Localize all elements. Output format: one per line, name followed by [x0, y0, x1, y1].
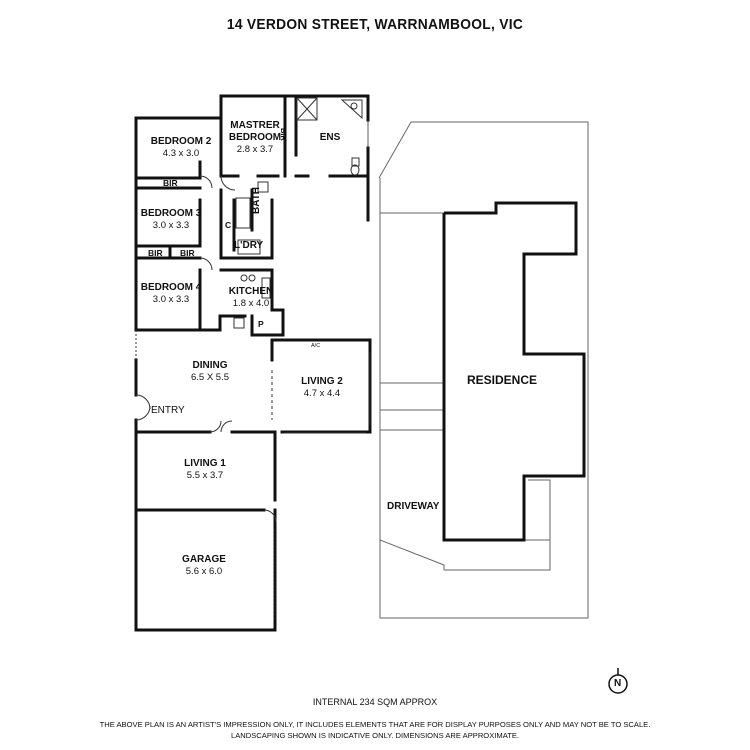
room-name-kitchen: KITCHEN	[228, 286, 274, 297]
north-compass	[608, 668, 628, 694]
pantry-label: P	[258, 319, 264, 329]
room-name-bedroom4: BEDROOM 4	[140, 282, 202, 293]
room-name-living2: LIVING 2	[301, 376, 343, 387]
site-boundary	[378, 121, 589, 619]
room-label-master-bedroom: MASTRER BEDROOM 2.8 x 3.7	[229, 120, 281, 156]
room-dims-bedroom2: 4.3 x 3.0	[162, 148, 200, 159]
driveway-label: DRIVEWAY	[387, 501, 440, 512]
plan-title: 14 VERDON STREET, WARRNAMBOOL, VIC	[226, 16, 524, 33]
room-dims-bedroom4: 3.0 x 3.3	[152, 294, 190, 305]
room-name-bedroom2: BEDROOM 2	[150, 136, 212, 147]
room-dims-bedroom3: 3.0 x 3.3	[152, 220, 190, 231]
room-name-ensuite: ENS	[319, 132, 341, 143]
bir-master-label: BIR	[279, 128, 288, 141]
residence-outline	[442, 201, 586, 542]
bir-bedroom2-label: BIR	[163, 178, 178, 188]
room-label-dining: DINING 6.5 X 5.5	[191, 360, 229, 384]
room-label-garage: GARAGE 5.6 x 6.0	[182, 554, 226, 578]
room-dims-master: 2.8 x 3.7	[236, 144, 274, 155]
cupboard-label: C	[225, 220, 232, 230]
room-name-bedroom3: BEDROOM 3	[140, 208, 202, 219]
room-label-ensuite: ENS	[320, 132, 341, 144]
room-label-bedroom3: BEDROOM 3 3.0 x 3.3	[141, 208, 202, 232]
room-name-master-line2: BEDROOM	[228, 132, 282, 143]
bir-bedroom4-label: BIR	[180, 248, 195, 258]
room-label-kitchen: KITCHEN 1.8 x 4.0	[229, 286, 273, 310]
bir-bedroom3-label: BIR	[148, 248, 163, 258]
room-label-living2: LIVING 2 4.7 x 4.4	[301, 376, 343, 400]
disclaimer-line2: LANDSCAPING SHOWN IS INDICATIVE ONLY. DI…	[230, 731, 520, 740]
residence-label: RESIDENCE	[466, 373, 538, 387]
room-name-living1: LIVING 1	[184, 458, 226, 469]
room-dims-living2: 4.7 x 4.4	[303, 388, 341, 399]
north-label: N	[614, 678, 622, 689]
room-label-bath: BATH	[251, 186, 262, 214]
room-dims-kitchen: 1.8 x 4.0	[232, 298, 270, 309]
disclaimer: THE ABOVE PLAN IS AN ARTIST'S IMPRESSION…	[0, 719, 750, 741]
room-label-bedroom4: BEDROOM 4 3.0 x 3.3	[141, 282, 202, 306]
ac-label: A/C	[311, 343, 321, 349]
room-name-garage: GARAGE	[182, 554, 226, 565]
room-dims-living1: 5.5 x 3.7	[186, 470, 224, 481]
room-dims-garage: 5.6 x 6.0	[185, 566, 223, 577]
room-dims-dining: 6.5 X 5.5	[190, 372, 230, 383]
room-name-dining: DINING	[192, 360, 228, 371]
room-label-bedroom2: BEDROOM 2 4.3 x 3.0	[151, 136, 212, 160]
room-label-laundry: L'DRY	[234, 240, 264, 251]
disclaimer-line1: THE ABOVE PLAN IS AN ARTIST'S IMPRESSION…	[99, 720, 651, 729]
room-label-entry: ENTRY	[151, 405, 185, 416]
house-walls	[134, 94, 372, 632]
room-name-master-line1: MASTRER	[230, 120, 280, 131]
room-label-living1: LIVING 1 5.5 x 3.7	[184, 458, 226, 482]
plan-details	[135, 97, 371, 620]
internal-area-note: INTERNAL 234 SQM APPROX	[312, 697, 438, 707]
